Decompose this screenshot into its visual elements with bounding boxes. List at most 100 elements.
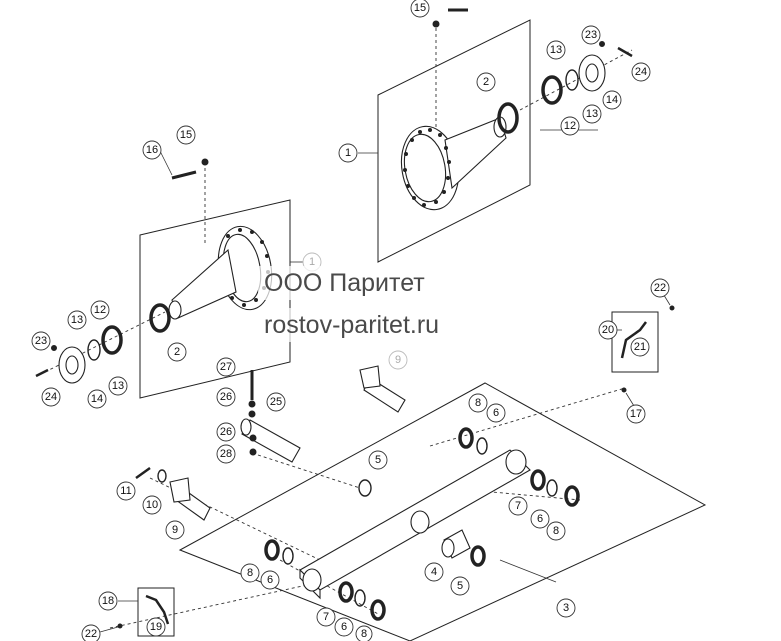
svg-text:8: 8 [247,567,253,579]
callout-26-b: 26 [216,422,236,442]
cover-plate-14-left [58,346,86,384]
svg-text:28: 28 [220,448,232,460]
screw-24-upper [599,41,633,58]
svg-text:27: 27 [220,361,232,373]
callout-14-left: 14 [87,389,107,409]
svg-text:13: 13 [586,108,598,120]
svg-text:22: 22 [85,628,97,640]
svg-text:14: 14 [606,94,618,106]
svg-text:7: 7 [323,611,329,623]
svg-text:12: 12 [564,120,576,132]
seal-8-upper [458,427,474,449]
watermark-website: rostov-paritet.ru [258,308,446,342]
callout-5-lower: 5 [450,576,470,596]
svg-text:15: 15 [414,2,426,14]
svg-text:4: 4 [431,566,437,578]
svg-text:26: 26 [220,391,232,403]
callout-9-left: 9 [165,520,185,540]
nut-28 [249,434,257,456]
svg-text:1: 1 [345,147,351,159]
svg-text:2: 2 [483,76,489,88]
cover-plate-14-upper [578,54,606,92]
lower-frame-panel [178,382,707,641]
bolt-15-upper [432,8,468,28]
callout-13-top-b: 13 [582,104,602,124]
svg-text:24: 24 [635,66,647,78]
callout-8-left: 8 [240,563,260,583]
svg-text:16: 16 [146,144,158,156]
ring-6-left [282,547,294,565]
washer-10 [157,469,167,483]
callout-5-upper: 5 [368,450,388,470]
callout-15-top: 15 [410,0,430,18]
callout-27: 27 [216,357,236,377]
svg-text:3: 3 [563,602,569,614]
callout-19: 19 [146,617,166,637]
snap-ring-13-left [87,339,101,361]
callout-17: 17 [626,404,646,424]
pin-9-left [169,477,211,521]
svg-text:23: 23 [585,29,597,41]
svg-text:19: 19 [150,621,162,633]
seal-ring-12-left [101,325,123,355]
callout-13-left-b: 13 [108,376,128,396]
svg-text:8: 8 [361,628,367,640]
svg-text:20: 20 [602,324,614,336]
upper-right-panel [377,19,531,263]
callout-15-left: 15 [176,125,196,145]
screw-24-left [35,345,57,378]
svg-text:13: 13 [71,314,83,326]
svg-text:26: 26 [220,426,232,438]
watermark-company-name: ООО Паритет [258,266,431,300]
callout-2-top: 2 [476,72,496,92]
callout-28: 28 [216,444,236,464]
snap-ring-13-upper [565,69,579,91]
left-panel [139,199,291,399]
svg-text:2: 2 [174,346,180,358]
bolt-11 [135,466,151,480]
callout-4: 4 [424,562,444,582]
callout-13-top-a: 13 [546,40,566,60]
svg-text:18: 18 [102,595,114,607]
bolt-27 [248,370,256,418]
svg-text:1: 1 [309,256,315,268]
callout-6-left: 6 [260,570,280,590]
svg-text:15: 15 [180,129,192,141]
callout-16: 16 [142,140,162,160]
callout-8-bottom: 8 [355,625,373,641]
callout-24-top: 24 [631,62,651,82]
ring-6-upper [476,437,488,455]
bushing-4 [441,529,471,559]
seal-ring-12-upper [541,75,563,105]
hose-box-20 [611,311,659,373]
seal-8-left [264,539,280,561]
callout-21: 21 [630,337,650,357]
callout-25: 25 [266,392,286,412]
callout-13-left-a: 13 [67,310,87,330]
callout-1-top: 1 [338,143,358,163]
callout-22-right: 22 [650,278,670,298]
svg-text:11: 11 [120,485,131,497]
svg-text:9: 9 [395,354,401,366]
pin-25 [240,418,301,463]
fitting-22-left [117,623,123,629]
bolt-16-left [171,158,209,180]
callout-6-right: 6 [530,509,550,529]
callout-22-left: 22 [81,624,101,641]
svg-text:6: 6 [493,407,499,419]
callout-24-left: 24 [41,387,61,407]
bearing-stack-bottom [338,581,386,621]
svg-text:24: 24 [45,391,57,403]
callout-18: 18 [98,591,118,611]
svg-text:9: 9 [172,524,178,536]
callout-9-upper: 9 [388,350,408,370]
ring-5-lower [470,545,486,567]
svg-text:21: 21 [634,341,646,353]
callout-8-right: 8 [546,521,566,541]
callout-6-bottom: 6 [334,617,354,637]
callout-2-left: 2 [167,342,187,362]
svg-text:13: 13 [112,380,124,392]
callout-6-upper: 6 [486,403,506,423]
fitting-17 [621,387,627,393]
svg-text:13: 13 [550,44,562,56]
